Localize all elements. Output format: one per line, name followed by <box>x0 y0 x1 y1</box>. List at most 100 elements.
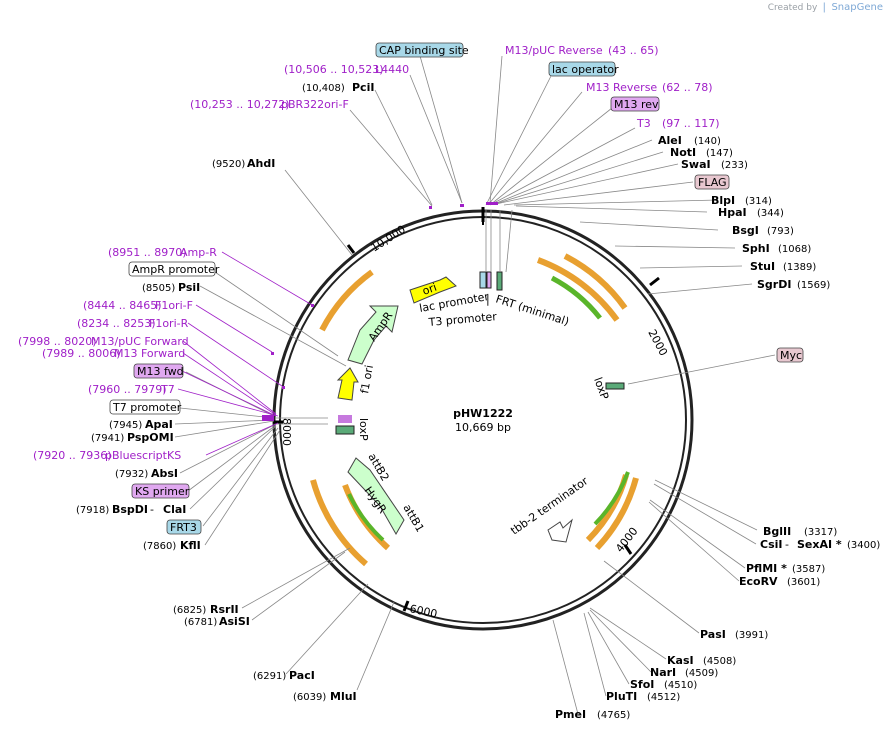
snapgene-logo-icon: ❘ <box>820 2 829 13</box>
cap-binding-box <box>375 42 464 58</box>
frt-label: FRT (minimal) <box>494 292 571 328</box>
hygr-arrow <box>347 457 405 536</box>
f1orir-range: (8234 .. 8253) <box>77 317 156 330</box>
bspdi-pos: (7918) <box>76 505 109 516</box>
absi-label: AbsI <box>151 467 178 480</box>
loxp-left-marker <box>335 425 355 435</box>
rsrii-pos: (6825) <box>173 605 206 616</box>
pmei-label: PmeI <box>555 708 586 721</box>
f1orif-range: (8444 .. 8465) <box>83 299 162 312</box>
ampr-r-range: (8951 .. 8970) <box>108 246 187 259</box>
tbb2-terminator-label: tbb-2 terminator <box>508 474 591 537</box>
bsgi-label: BsgI <box>732 224 759 237</box>
t3-promoter-label: T3 promoter <box>427 310 498 329</box>
t3-range: (97 .. 117) <box>662 117 720 130</box>
pbks-range: (7920 .. 7936) <box>33 449 112 462</box>
t3-label: T3 <box>636 117 651 130</box>
m13puc-rev-range: (43 .. 65) <box>608 44 659 57</box>
sphi-pos: (1068) <box>778 244 811 255</box>
frt-divider: | <box>486 293 490 306</box>
t7-promoter-box <box>109 399 181 415</box>
tick-label-8000: 8000 <box>280 418 293 446</box>
alei-pos: (140) <box>694 136 721 147</box>
blpi-pos: (314) <box>745 196 772 207</box>
pspomi-label: PspOMI <box>127 431 174 444</box>
myc-label: Myc <box>780 349 802 362</box>
pflmi-label: PflMI * <box>746 562 787 575</box>
lac-operator-box <box>548 61 616 77</box>
pluti-label: PluTI <box>606 690 637 703</box>
l4440-range: (10,506 .. 10,523) <box>284 63 384 76</box>
mlui-pos: (6039) <box>293 692 326 703</box>
paci-label: PacI <box>289 669 315 682</box>
noti-label: NotI <box>670 146 696 159</box>
sexai-label: SexAI * <box>797 538 842 551</box>
swai-pos: (233) <box>721 160 748 171</box>
pspomi-pos: (7941) <box>91 433 124 444</box>
pcii-label: PciI <box>352 81 374 94</box>
flag-box <box>694 174 730 190</box>
clai-label: ClaI <box>163 503 186 516</box>
flag-label: FLAG <box>698 176 727 189</box>
ampr-r-label: Amp-R <box>180 246 217 259</box>
sfoi-pos: (4510) <box>664 680 697 691</box>
kfli-label: KflI <box>180 539 201 552</box>
primer-leader-lines <box>177 251 313 456</box>
pasi-label: PasI <box>700 628 726 641</box>
sgrdi-label: SgrDI <box>757 278 791 291</box>
m13f-label: M13 Forward <box>114 347 185 360</box>
f1ori-arrow <box>336 367 359 401</box>
f1orif-label: F1ori-F <box>155 299 193 312</box>
bspdi-label: BspDI <box>112 503 148 516</box>
noti-pos: (147) <box>706 148 733 159</box>
hpai-label: HpaI <box>718 206 747 219</box>
leader-lines <box>174 55 776 715</box>
stui-label: StuI <box>750 260 775 273</box>
mlui-label: MluI <box>330 690 357 703</box>
stui-pos: (1389) <box>783 262 816 273</box>
m13pucf-label: M13/pUC Forward <box>91 335 189 348</box>
m13rev-label: M13 Reverse <box>586 81 657 94</box>
bsgi-pos: (793) <box>767 226 794 237</box>
apai-label: ApaI <box>145 418 173 431</box>
m13rev-range: (62 .. 78) <box>662 81 713 94</box>
apai-pos: (7945) <box>109 420 142 431</box>
pmei-pos: (4765) <box>597 710 630 721</box>
psii-label: PsiI <box>178 281 200 294</box>
hpai-pos: (344) <box>757 208 784 219</box>
m13f-range: (7989 .. 8006) <box>42 347 121 360</box>
paci-pos: (6291) <box>253 671 286 682</box>
bglii-pos: (3317) <box>804 527 837 538</box>
m13pucf-range: (7998 .. 8020) <box>18 335 97 348</box>
brand-name: SnapGene <box>831 2 883 13</box>
credit-text: Created by <box>767 3 818 13</box>
pflmi-pos: (3587) <box>792 564 825 575</box>
t7-label: T7 <box>160 383 175 396</box>
primer-arcs <box>310 253 639 567</box>
csii-label: CsiI <box>760 538 782 551</box>
f1ori-label: f1 ori <box>358 364 376 395</box>
asisi-label: AsiSI <box>219 615 250 628</box>
ampr-arrow <box>347 305 399 365</box>
sfoi-label: SfoI <box>630 678 654 691</box>
nari-pos: (4509) <box>685 668 718 679</box>
pluti-pos: (4512) <box>647 692 680 703</box>
tick-label-6000: 6000 <box>408 602 438 621</box>
bglii-label: BglII <box>763 525 791 538</box>
nari-label: NarI <box>650 666 676 679</box>
m13rev-feature-box <box>610 96 660 112</box>
t7-range: (7960 .. 7979) <box>88 383 167 396</box>
m13fwd-box <box>133 363 184 379</box>
t7-promoter-label: T7 promoter <box>112 401 182 414</box>
m13fwd-label: M13 fwd <box>137 365 184 378</box>
csii-sep: - <box>785 538 789 551</box>
sgrdi-pos: (1569) <box>797 280 830 291</box>
pasi-pos: (3991) <box>735 630 768 641</box>
cap-binding-label: CAP binding site <box>379 44 469 57</box>
asisi-pos: (6781) <box>184 617 217 628</box>
pbr-range: (10,253 .. 10,272) <box>190 98 290 111</box>
m13puc-rev-label: M13/pUC Reverse <box>505 44 603 57</box>
l4440-label: L4440 <box>375 63 409 76</box>
blpi-label: BlpI <box>711 194 735 207</box>
